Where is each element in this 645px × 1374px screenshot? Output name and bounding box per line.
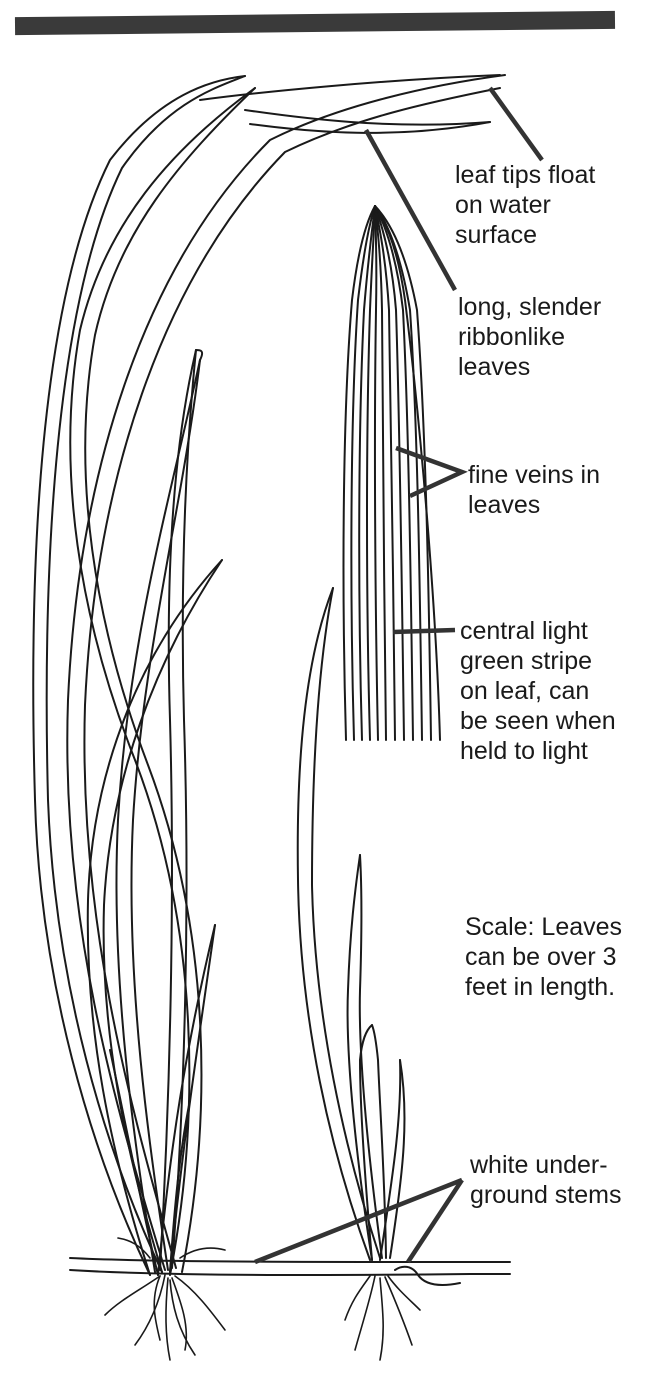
right-plant-leaves	[298, 588, 405, 1260]
header-bar	[15, 11, 615, 35]
leader-fine-veins	[396, 448, 462, 496]
leader-central-stripe	[393, 630, 455, 632]
label-leaf-tips: leaf tips float on water surface	[455, 160, 595, 250]
label-ribbon-leaves: long, slender ribbonlike leaves	[458, 292, 601, 382]
right-roots	[345, 1276, 420, 1360]
label-fine-veins: fine veins in leaves	[468, 460, 600, 520]
leaf-vein-detail	[344, 206, 440, 740]
leader-stems-left	[255, 1180, 462, 1262]
label-stems: white under- ground stems	[470, 1150, 621, 1210]
leader-leaf-tips	[490, 88, 542, 160]
label-central-stripe: central light green stripe on leaf, can …	[460, 616, 616, 766]
underground-stems	[70, 1258, 510, 1285]
label-scale: Scale: Leaves can be over 3 feet in leng…	[465, 912, 622, 1002]
